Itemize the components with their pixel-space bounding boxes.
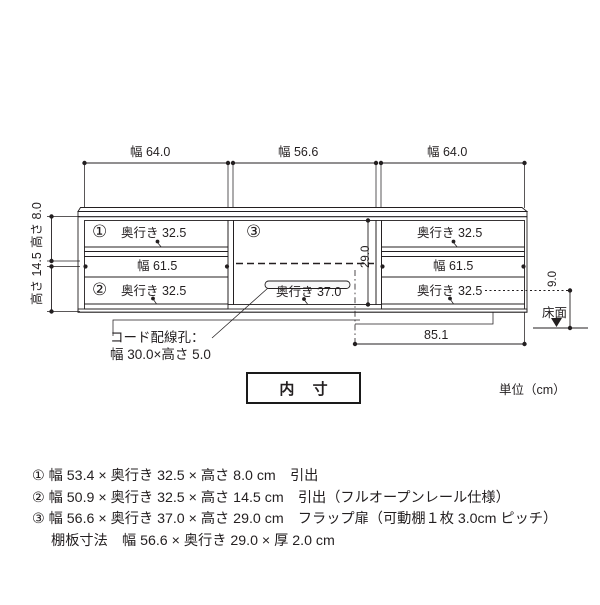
units-note: 単位（cm） (499, 383, 566, 397)
floor-level-label: 床面 (542, 306, 568, 320)
cord-hole-callout (112, 287, 360, 339)
dim-label-height-lower: 高さ 14.5 (30, 252, 44, 305)
center-height-dimension (365, 218, 371, 307)
dim-label-floor-clearance: 9.0 (547, 271, 559, 287)
spec-line-3: ③ 幅 56.6 × 奥行き 37.0 × 高さ 29.0 cm フラップ扉（可… (32, 511, 558, 527)
spec-list: ① 幅 53.4 × 奥行き 32.5 × 高さ 8.0 cm 引出 ② 幅 5… (32, 466, 592, 552)
compartment-marker-1: ① (92, 222, 108, 241)
bottom-depth-dimension (352, 270, 527, 347)
cord-hole-label-line2: 幅 30.0×高さ 5.0 (110, 347, 211, 362)
spec-line-4: 棚板寸法 幅 56.6 × 奥行き 29.0 × 厚 2.0 cm (51, 532, 335, 549)
cabinet-body (77, 207, 529, 313)
compartment-marker-2: ② (92, 280, 108, 299)
floor-clearance-dimension (485, 288, 588, 331)
left-upper-depth-label: 奥行き 32.5 (121, 226, 187, 240)
left-mid-width-label: 幅 61.5 (137, 259, 178, 273)
inner-dimension-title-box: 内 寸 (246, 372, 361, 404)
dim-label-left-width: 幅 64.0 (130, 145, 171, 159)
left-height-dimensions (47, 214, 80, 314)
right-lower-depth-label: 奥行き 32.5 (417, 284, 483, 298)
dim-label-right-width: 幅 64.0 (427, 145, 468, 159)
right-upper-depth-label: 奥行き 32.5 (417, 226, 483, 240)
right-mid-width-label: 幅 61.5 (433, 259, 474, 273)
cord-hole-label-line1: コード配線孔： (110, 330, 205, 345)
spec-line-1: ① 幅 53.4 × 奥行き 32.5 × 高さ 8.0 cm 引出 (32, 468, 319, 484)
dim-label-center-width: 幅 56.6 (278, 145, 319, 159)
top-dimension-band (82, 160, 527, 208)
dim-label-height-upper: 高さ 8.0 (30, 202, 44, 248)
spec-line-2: ② 幅 50.9 × 奥行き 32.5 × 高さ 14.5 cm 引出（フルオー… (32, 489, 510, 506)
center-depth-label: 奥行き 37.0 (276, 285, 342, 299)
dim-label-center-height: 29.0 (360, 245, 372, 268)
compartment-marker-3: ③ (246, 222, 262, 241)
inner-dimension-title-text: 内 寸 (279, 380, 335, 398)
left-lower-depth-label: 奥行き 32.5 (121, 284, 187, 298)
leader-marks (83, 239, 526, 305)
dim-label-depth-85: 85.1 (424, 328, 449, 342)
